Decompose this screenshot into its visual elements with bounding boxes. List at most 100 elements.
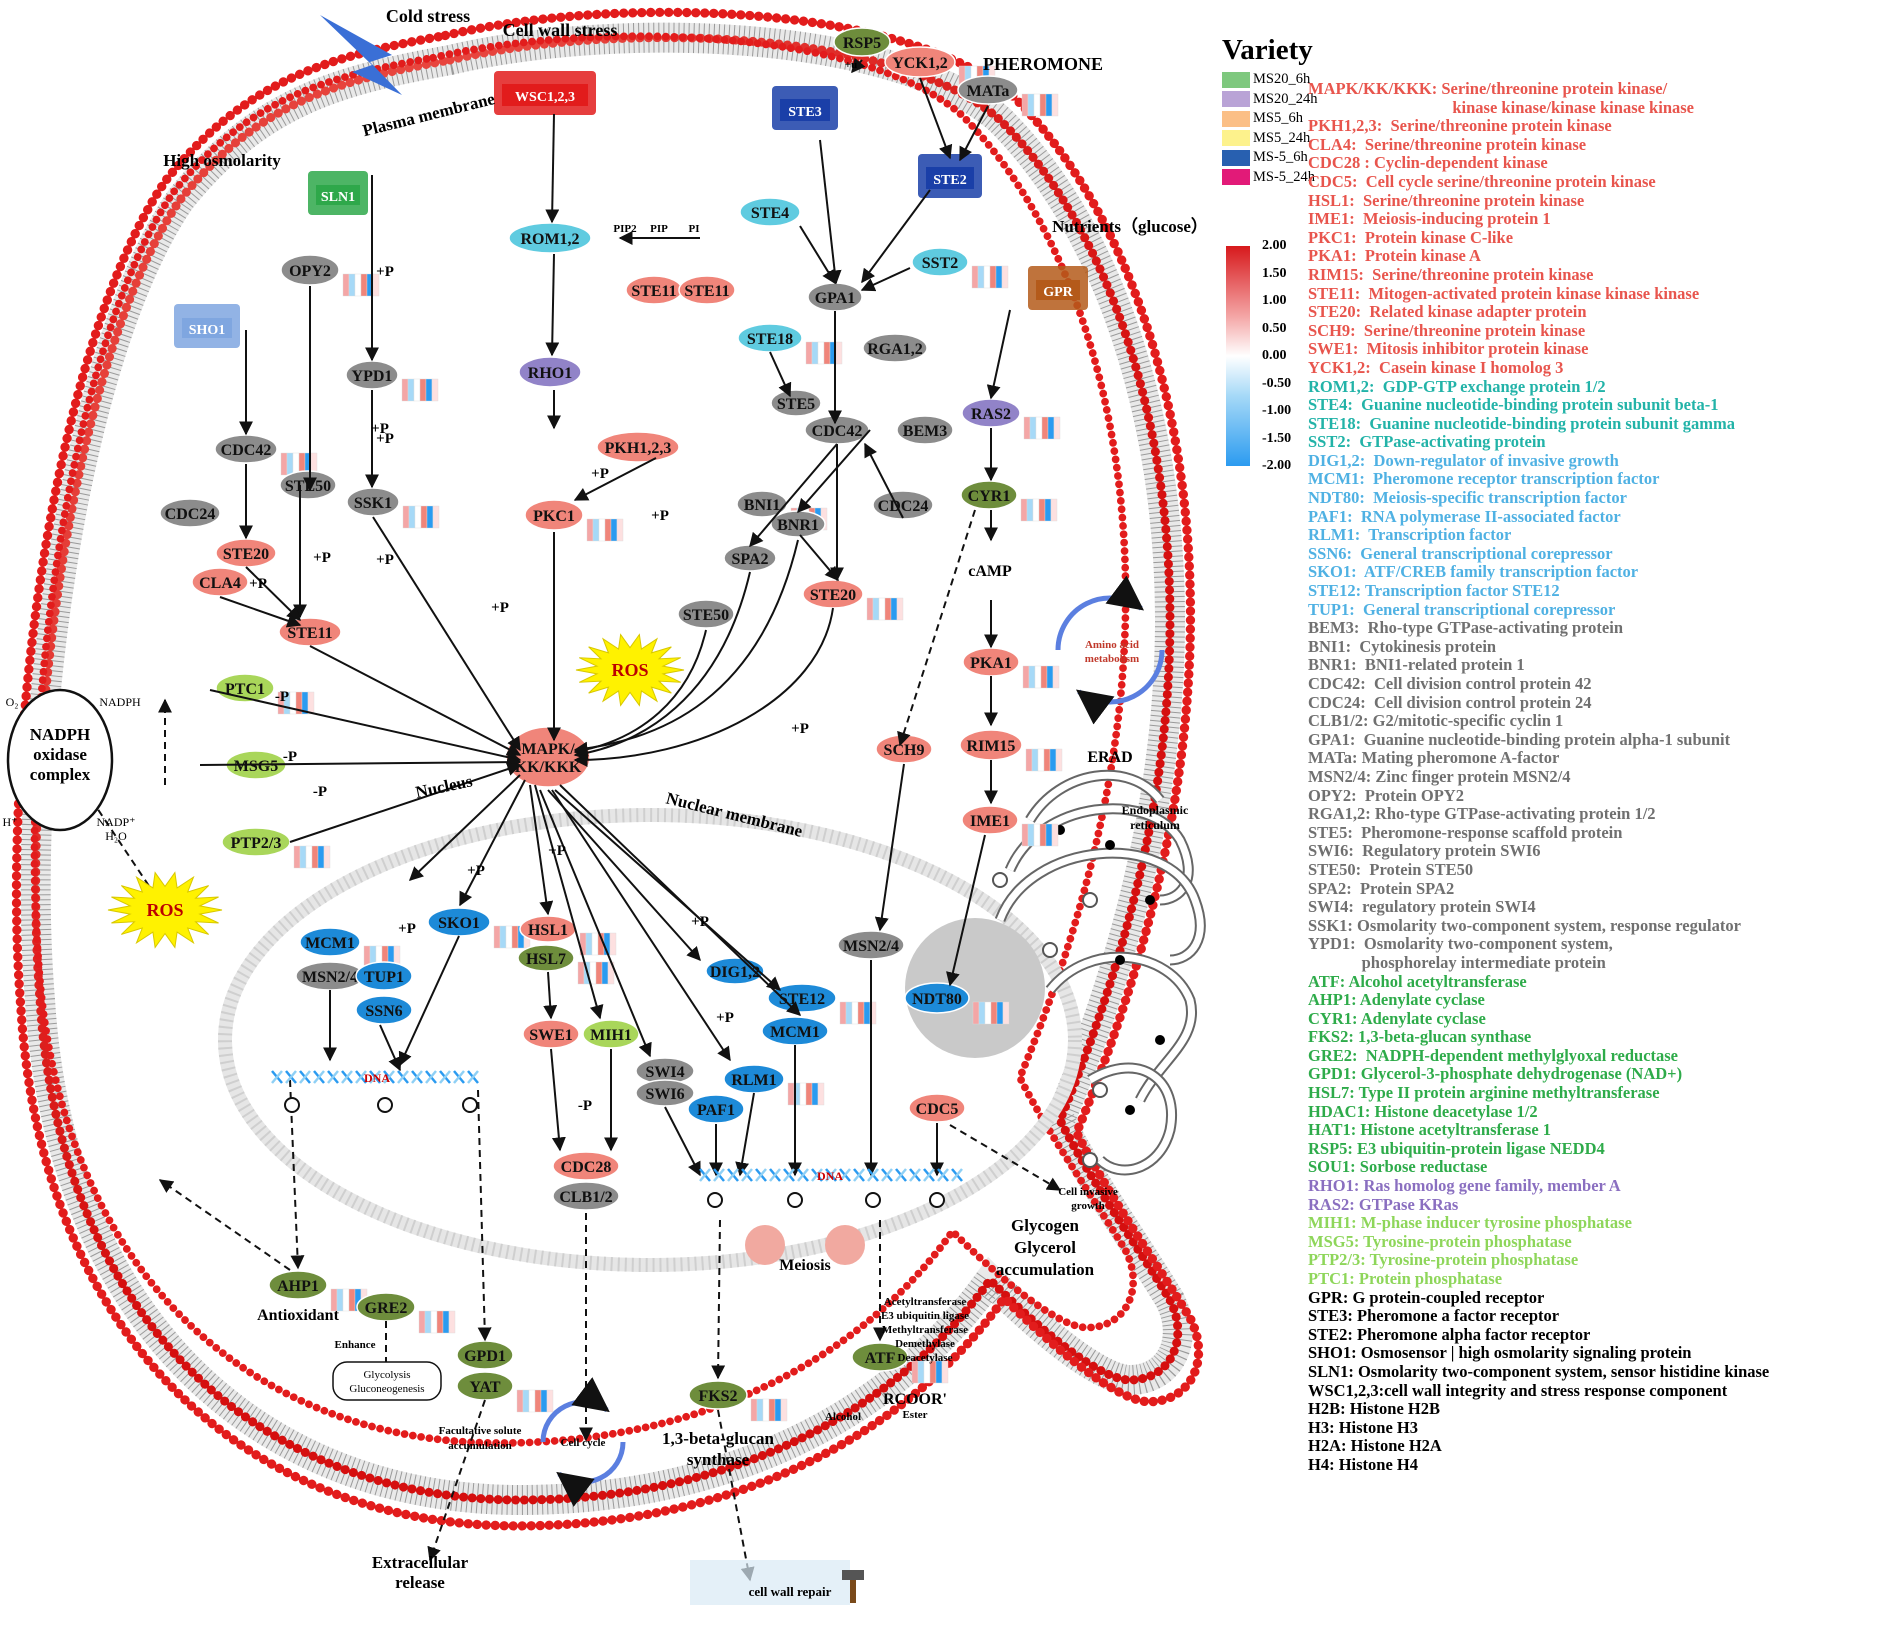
edge-label: -P bbox=[283, 749, 297, 765]
variety-title: Variety bbox=[1222, 34, 1313, 66]
hammer-head bbox=[842, 1570, 864, 1580]
expression-heatmap-cell bbox=[1021, 823, 1029, 847]
receptor-label-box bbox=[182, 318, 232, 338]
facultative-label: Facultative solute bbox=[439, 1425, 522, 1437]
expression-heatmap-cell bbox=[1043, 748, 1051, 772]
variety-swatch bbox=[1222, 149, 1250, 166]
variety-swatch bbox=[1222, 91, 1250, 108]
er-vesicle bbox=[1082, 892, 1098, 908]
expression-heatmap-cell bbox=[1055, 748, 1063, 772]
pathway-edge bbox=[946, 834, 986, 987]
edge-label: +P bbox=[371, 421, 389, 437]
dna-strand bbox=[853, 1168, 865, 1182]
expression-heatmap-cell bbox=[978, 1001, 986, 1025]
dna-strand bbox=[741, 1168, 753, 1182]
legend-entry: STE5: Pheromone-response scaffold protei… bbox=[1308, 822, 1623, 842]
protein-label: SKO1 bbox=[438, 915, 480, 932]
expression-heatmap-cell bbox=[1034, 665, 1042, 689]
expression-heatmap-cell bbox=[1029, 416, 1037, 440]
cell-invasive-label: Cell invasive bbox=[1058, 1186, 1118, 1198]
dashed-edge bbox=[949, 1124, 1062, 1191]
dna-strand bbox=[909, 1168, 921, 1182]
er-ribosome bbox=[1115, 955, 1125, 965]
expression-heatmap-cell bbox=[780, 1398, 788, 1422]
nuclear-membrane-texture bbox=[218, 808, 1082, 1272]
glucan-synthase-label: 1,3-beta-glucan bbox=[662, 1429, 774, 1448]
pathway-edge bbox=[860, 267, 911, 292]
cell-wall-repair-layer bbox=[690, 1560, 850, 1605]
enzyme-label: E3 ubiquitin ligase bbox=[881, 1310, 969, 1322]
pathway-edge bbox=[819, 139, 842, 285]
expression-heatmap-cell bbox=[424, 1310, 432, 1334]
expression-heatmap-cell bbox=[430, 1310, 438, 1334]
protein-label: SWI4 bbox=[645, 1064, 684, 1081]
variety-label: MS5_6h bbox=[1253, 110, 1303, 127]
legend-entry: STE50: Protein STE50 bbox=[1308, 859, 1474, 879]
protein-label: MSG5 bbox=[234, 758, 278, 775]
legend-entry: phosphorelay intermediate protein bbox=[1308, 952, 1606, 972]
er-lumen bbox=[1027, 771, 1163, 822]
protein-label: PKH1,2,3 bbox=[605, 440, 672, 457]
nucleus-label: Nucleus bbox=[414, 771, 475, 802]
expression-heatmap-cell bbox=[817, 1082, 825, 1106]
edge-label: +P bbox=[376, 431, 394, 447]
expression-heatmap-cell bbox=[307, 691, 315, 715]
dna-strand bbox=[439, 1070, 451, 1084]
protein-label: CLA4 bbox=[199, 575, 241, 592]
er-lumen bbox=[1088, 1064, 1175, 1174]
protein-label: ROM1,2 bbox=[520, 231, 579, 248]
pathway-edge bbox=[209, 689, 522, 765]
extracellular-label: release bbox=[395, 1573, 445, 1592]
pathway-edge bbox=[219, 596, 302, 628]
protein-label: PKA1 bbox=[970, 655, 1012, 672]
expression-heatmap-cell bbox=[616, 518, 624, 542]
protein-node bbox=[268, 1270, 328, 1300]
legend-entry: PTC1: Protein phosphatase bbox=[1308, 1269, 1503, 1288]
ros-burst bbox=[107, 871, 223, 949]
legend-entry: PKC1: Protein kinase C-like bbox=[1308, 227, 1514, 247]
protein-label: TUP1 bbox=[364, 969, 404, 986]
legend-entry: RIM15: Serine/threonine protein kinase bbox=[1308, 264, 1594, 284]
expression-heatmap-cell bbox=[857, 1001, 865, 1025]
expression-heatmap-cell bbox=[911, 1360, 919, 1384]
expression-heatmap-cell bbox=[419, 378, 427, 402]
pathway-edge bbox=[874, 763, 905, 932]
receptor-label: SLN1 bbox=[321, 190, 355, 205]
protein-label: DIG1,2 bbox=[710, 964, 760, 981]
expression-heatmap-cell bbox=[1025, 748, 1033, 772]
color-scale-tick: 1.00 bbox=[1262, 293, 1287, 308]
protein-label: BNI1 bbox=[744, 497, 780, 514]
expression-heatmap-cell bbox=[595, 961, 603, 985]
variety-item: MS5_6h bbox=[1222, 109, 1317, 129]
expression-heatmap-cell bbox=[342, 1288, 350, 1312]
protein-label: CDC24 bbox=[878, 498, 929, 515]
enhance-label: Enhance bbox=[335, 1339, 376, 1351]
legend-entry: CLB1/2: G2/mitotic-specific cyclin 1 bbox=[1308, 711, 1564, 731]
expression-heatmap-cell bbox=[407, 378, 415, 402]
promoter-circle bbox=[462, 1097, 478, 1113]
protein-label: RHO1 bbox=[528, 365, 572, 382]
protein-label: MIH1 bbox=[590, 1027, 632, 1044]
legend-entry: HSL1: Serine/threonine protein kinase bbox=[1308, 190, 1585, 210]
protein-node bbox=[677, 599, 735, 629]
variety-item: MS20_6h bbox=[1222, 70, 1317, 90]
protein-label: SSK1 bbox=[354, 495, 392, 512]
plasma-membrane-label: Plasma membrane bbox=[361, 89, 498, 140]
protein-node bbox=[596, 431, 680, 463]
protein-label: STE11 bbox=[684, 283, 729, 300]
expression-heatmap-cell bbox=[528, 1389, 536, 1413]
expression-heatmap-cell bbox=[293, 845, 301, 869]
legend-entry: SSK1: Osmolarity two-component system, r… bbox=[1308, 915, 1741, 935]
protein-node bbox=[688, 1380, 748, 1410]
protein-label: MATa bbox=[967, 83, 1010, 100]
legend-entry: WSC1,2,3:cell wall integrity and stress … bbox=[1308, 1380, 1728, 1400]
protein-label: BNR1 bbox=[777, 517, 819, 534]
pathway-edge bbox=[289, 762, 522, 843]
expression-heatmap-cell bbox=[1023, 416, 1031, 440]
edge-label: +P bbox=[376, 264, 394, 280]
expression-heatmap-cell bbox=[941, 1360, 949, 1384]
ros-label: ROS bbox=[146, 900, 183, 920]
dashed-edge bbox=[711, 1219, 726, 1380]
rcoor-label: RCOOR' bbox=[883, 1391, 947, 1408]
legend-entry: TUP1: General transcriptional corepresso… bbox=[1308, 599, 1616, 619]
